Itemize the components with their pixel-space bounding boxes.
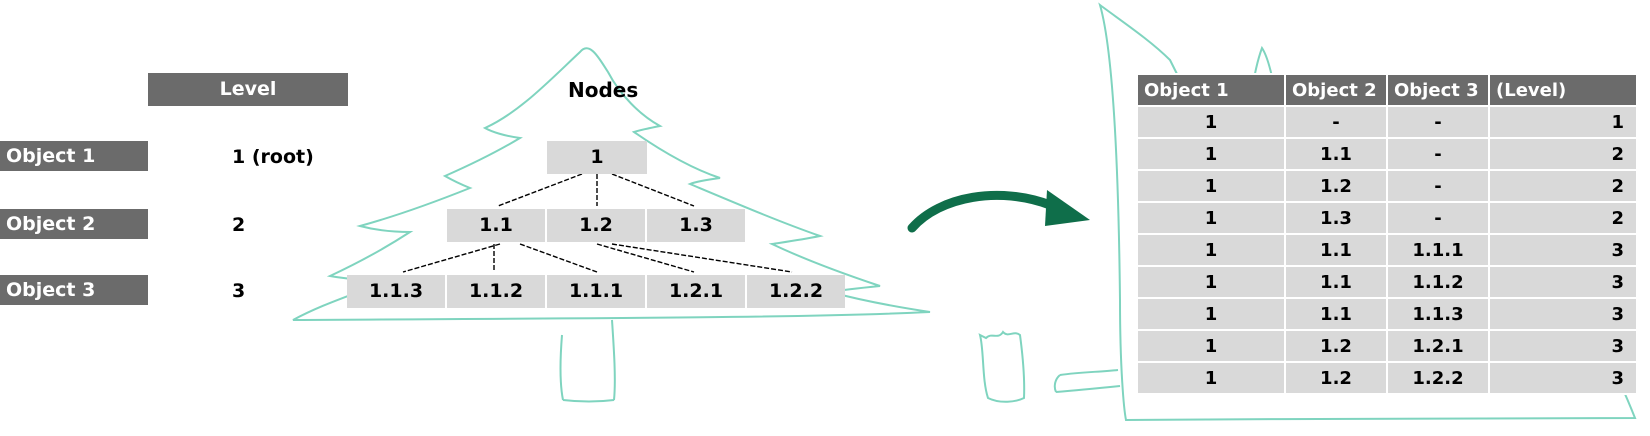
- table-header-row: Object 1 Object 2 Object 3 (Level): [1136, 73, 1638, 107]
- node-1-1-2: 1.1.2: [447, 275, 545, 308]
- table-cell: 1.2.2: [1386, 361, 1490, 395]
- node-1-2-2: 1.2.2: [747, 275, 845, 308]
- stump-sketch: [978, 330, 1026, 403]
- table-cell: 1: [1488, 105, 1638, 139]
- table-cell: 1.1.3: [1386, 297, 1490, 331]
- table-cell: 1.1: [1284, 265, 1388, 299]
- table-cell: 1: [1136, 105, 1286, 139]
- node-1-1-3: 1.1.3: [347, 275, 445, 308]
- arrowhead-icon: [1045, 190, 1090, 226]
- table-cell: 1.2.1: [1386, 329, 1490, 363]
- table-cell: 1.1: [1284, 233, 1388, 267]
- table-cell: 1: [1136, 201, 1286, 235]
- node-1-2-1: 1.2.1: [647, 275, 745, 308]
- table-cell: -: [1284, 105, 1388, 139]
- row-label-object-1: Object 1: [0, 141, 148, 171]
- level-header: Level: [148, 73, 348, 106]
- table-cell: 3: [1488, 265, 1638, 299]
- level-value-2: 2: [232, 214, 246, 236]
- table-cell: 1: [1136, 233, 1286, 267]
- table-cell: 1: [1136, 329, 1286, 363]
- table-cell: 2: [1488, 169, 1638, 203]
- table-cell: 1.2: [1284, 361, 1388, 395]
- node-1-2: 1.2: [547, 209, 645, 242]
- table-cell: 1.2: [1284, 329, 1388, 363]
- node-1-3: 1.3: [647, 209, 745, 242]
- nodes-header: Nodes: [568, 78, 639, 102]
- table-cell: 1.1: [1284, 297, 1388, 331]
- arrow-icon: [907, 190, 1055, 233]
- table-cell: 2: [1488, 137, 1638, 171]
- col-header-object-3: Object 3: [1386, 73, 1490, 107]
- table-cell: 1.1.1: [1386, 233, 1490, 267]
- table-cell: -: [1386, 105, 1490, 139]
- table-cell: 3: [1488, 361, 1638, 395]
- table-cell: 1: [1136, 297, 1286, 331]
- table-cell: 1: [1136, 361, 1286, 395]
- row-label-object-3: Object 3: [0, 275, 148, 305]
- node-1: 1: [547, 141, 647, 174]
- level-value-1: 1 (root): [232, 146, 314, 168]
- branch-sketch: [1053, 369, 1121, 393]
- row-label-object-2: Object 2: [0, 209, 148, 239]
- col-header-level: (Level): [1488, 73, 1638, 107]
- table-cell: 1: [1136, 169, 1286, 203]
- node-1-1-1: 1.1.1: [547, 275, 645, 308]
- col-header-object-2: Object 2: [1284, 73, 1388, 107]
- tree-connectors: [402, 173, 793, 273]
- table-cell: 1.2: [1284, 169, 1388, 203]
- table-cell: 3: [1488, 329, 1638, 363]
- trunk-sketch: [559, 319, 616, 403]
- table-cell: 2: [1488, 201, 1638, 235]
- table-cell: -: [1386, 137, 1490, 171]
- node-1-1: 1.1: [447, 209, 545, 242]
- col-header-object-1: Object 1: [1136, 73, 1286, 107]
- table-cell: 3: [1488, 233, 1638, 267]
- table-cell: 1.3: [1284, 201, 1388, 235]
- table-cell: -: [1386, 201, 1490, 235]
- table-cell: -: [1386, 169, 1490, 203]
- table-cell: 1.1: [1284, 137, 1388, 171]
- level-value-3: 3: [232, 280, 246, 302]
- table-cell: 3: [1488, 297, 1638, 331]
- table-row: 1--1: [1136, 105, 1638, 139]
- table-cell: 1: [1136, 137, 1286, 171]
- table-cell: 1.1.2: [1386, 265, 1490, 299]
- table-cell: 1: [1136, 265, 1286, 299]
